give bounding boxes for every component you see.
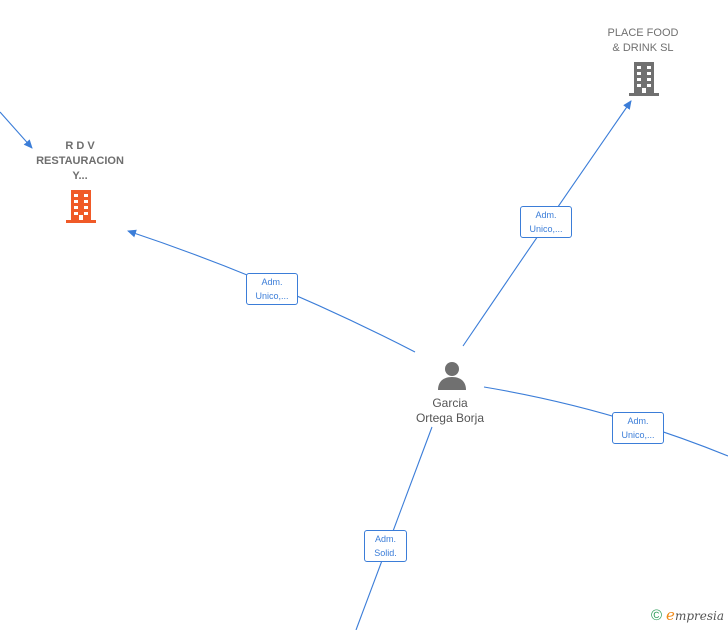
- node-label-person[interactable]: Garcia Ortega Borja: [390, 396, 510, 426]
- node-label-place-food-drink[interactable]: PLACE FOOD & DRINK SL: [583, 26, 703, 56]
- node-label-line: Garcia: [432, 396, 468, 410]
- building-icon[interactable]: [627, 60, 661, 97]
- edge-role-line: Solid.: [374, 548, 397, 558]
- edge-person-to-right: [483, 386, 728, 457]
- edge-role-line: Adm.: [627, 416, 649, 426]
- edge-person-to-bottom: [355, 426, 433, 630]
- node-label-line: Ortega Borja: [415, 411, 485, 425]
- edge-role-label[interactable]: Adm. Unico,...: [246, 273, 298, 305]
- node-label-line: RESTAURACION: [36, 155, 124, 167]
- node-label-line: & DRINK SL: [612, 42, 674, 54]
- brand-initial: e: [666, 606, 675, 624]
- edge-offscreen-to-rdv: [0, 111, 33, 149]
- node-label-line: Y...: [72, 170, 88, 182]
- edge-role-line: Unico,...: [529, 224, 563, 234]
- edge-role-label[interactable]: Adm. Solid.: [364, 530, 407, 562]
- node-label-line: R D V: [65, 140, 95, 152]
- building-icon[interactable]: [64, 188, 98, 224]
- copyright-icon: ©: [650, 606, 663, 624]
- edge-role-line: Adm.: [374, 534, 396, 544]
- node-label-rdv-restauracion[interactable]: R D V RESTAURACION Y...: [20, 139, 140, 184]
- edge-role-label[interactable]: Adm. Unico,...: [612, 412, 664, 444]
- edge-role-line: Adm.: [261, 277, 283, 287]
- edge-role-label[interactable]: Adm. Unico,...: [520, 206, 572, 238]
- node-label-line: PLACE FOOD: [607, 27, 679, 39]
- brand-watermark: © empresia: [651, 606, 724, 624]
- brand-name: empresia: [666, 606, 724, 624]
- brand-name-rest: mpresia: [674, 609, 724, 623]
- edge-role-line: Unico,...: [255, 291, 289, 301]
- person-icon[interactable]: [436, 361, 468, 391]
- edge-role-line: Unico,...: [621, 430, 655, 440]
- edge-role-line: Adm.: [535, 210, 557, 220]
